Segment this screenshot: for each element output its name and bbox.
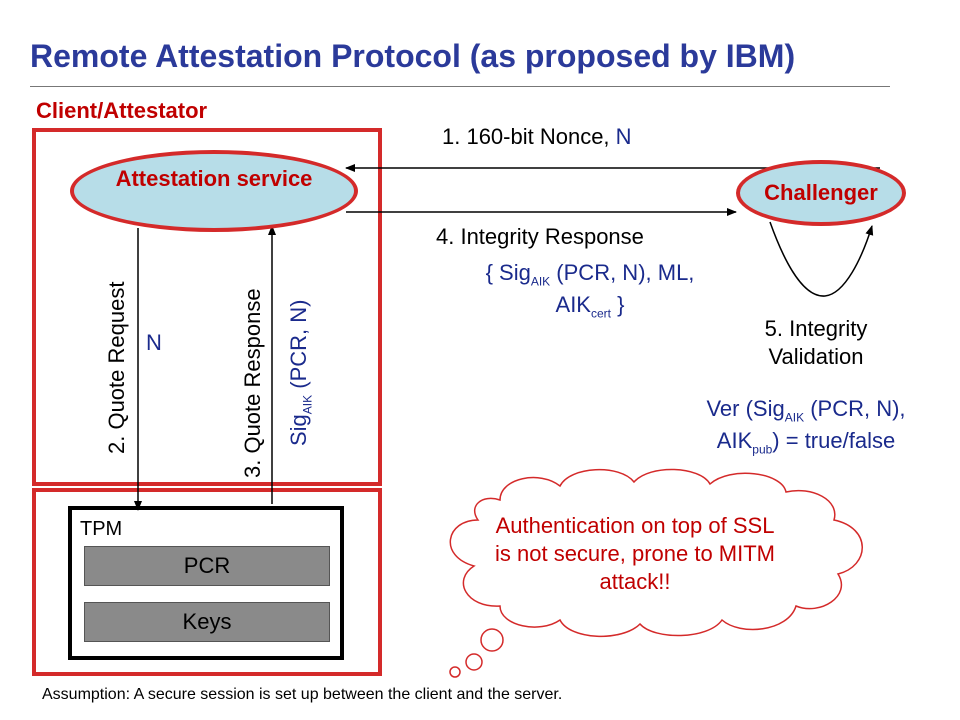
step4-payload-line1: { SigAIK (PCR, N), ML, [440, 260, 740, 288]
step2-label: 2. Quote Request [104, 281, 129, 454]
step3-signature: SigAIK (PCR, N) [286, 300, 314, 446]
step4-l1-pre: { Sig [485, 260, 531, 285]
keys-bar: Keys [84, 602, 330, 642]
step1-nonce: N [615, 124, 632, 149]
attestation-service-node[interactable]: Attestation service [70, 150, 358, 232]
step4-l1-sub: AIK [530, 274, 551, 289]
title-divider [30, 86, 890, 87]
step3-sig: Sig [286, 414, 311, 446]
step4-payload-line2: AIKcert } [440, 292, 740, 320]
step1-label: 1. 160-bit Nonce, N [442, 124, 632, 150]
step1-text: 1. 160-bit Nonce, [442, 124, 616, 149]
step4-l1-post: (PCR, N), ML, [550, 260, 695, 285]
verify-l1-sub: AIK [784, 410, 805, 425]
tpm-box [68, 506, 344, 660]
step5-line2: Validation [768, 344, 864, 369]
attestation-service-label: Attestation service [115, 166, 313, 191]
verify-line1: Ver (SigAIK (PCR, N), [666, 396, 946, 424]
verify-l2-sub: pub [752, 442, 773, 457]
step5-line1: 5. Integrity [764, 316, 868, 341]
step3-sig-sub: AIK [300, 394, 315, 415]
challenger-label: Challenger [764, 180, 878, 205]
verify-l2-post: ) = true/false [772, 428, 896, 453]
tpm-outer-box [32, 488, 382, 676]
step4-label: 4. Integrity Response [436, 224, 644, 249]
verify-line2: AIKpub) = true/false [666, 428, 946, 456]
pcr-bar: PCR [84, 546, 330, 586]
step4-l2-pre: AIK [555, 292, 591, 317]
step4-l2-sub: cert [590, 306, 611, 321]
validation-loop-arrow [769, 221, 874, 297]
verify-l1-post: (PCR, N), [804, 396, 906, 421]
slide-title: Remote Attestation Protocol (as proposed… [30, 38, 796, 74]
tpm-label: TPM [80, 518, 123, 540]
cloud-warning-text: Authentication on top of SSL is not secu… [495, 513, 775, 594]
warning-cloud [449, 468, 863, 678]
step4-l2-post: } [611, 292, 625, 317]
client-label: Client/Attestator [36, 98, 208, 123]
step3-sig-rest: (PCR, N) [286, 299, 311, 395]
client-box [32, 128, 382, 486]
challenger-node[interactable]: Challenger [736, 160, 906, 226]
verify-l1-pre: Ver (Sig [706, 396, 785, 421]
footer-assumption: Assumption: A secure session is set up b… [42, 686, 563, 703]
step2-nonce: N [146, 330, 162, 355]
step3-label: 3. Quote Response [240, 288, 265, 478]
verify-l2-pre: AIK [716, 428, 753, 453]
